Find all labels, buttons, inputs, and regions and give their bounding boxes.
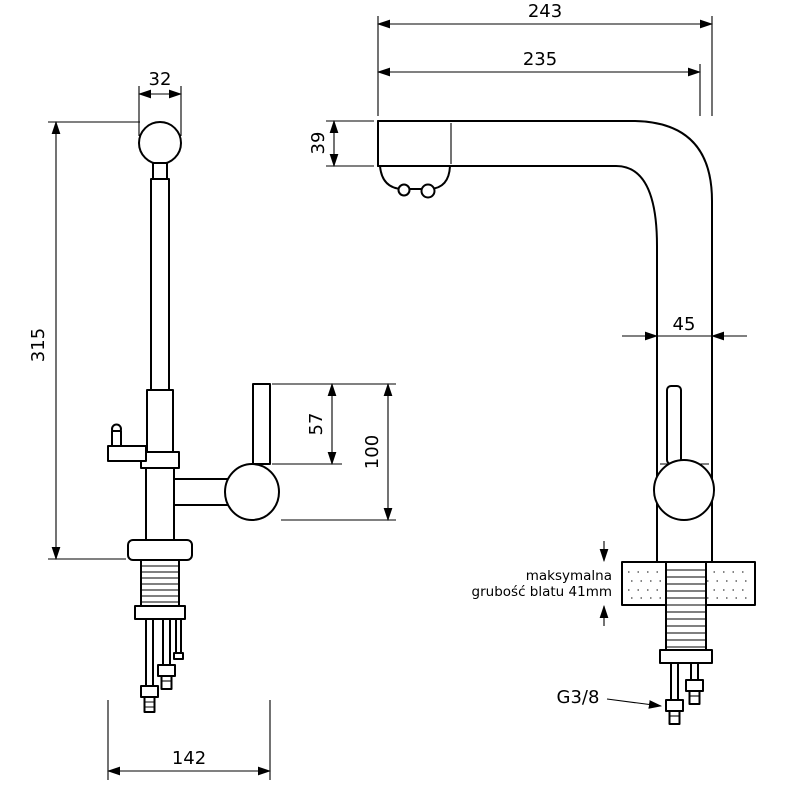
side-valve-cap bbox=[653, 459, 715, 521]
front-view: 32 315 57 100 142 bbox=[28, 69, 396, 780]
front-dimensions: 32 315 57 100 142 bbox=[28, 69, 396, 780]
dim-label-base-span: 142 bbox=[172, 748, 206, 769]
side-view: 243 235 39 45 maksymalna grubość blatu 4… bbox=[308, 1, 756, 725]
countertop-note-line2: grubość blatu 41mm bbox=[472, 584, 612, 600]
dim-label-body-depth: 45 bbox=[673, 314, 696, 335]
dim-label-total-height: 315 bbox=[28, 328, 49, 362]
side-aerator-head bbox=[379, 165, 451, 190]
side-hoses bbox=[665, 662, 704, 725]
dim-label-spout-reach: 235 bbox=[523, 49, 557, 70]
dim-label-overall-reach: 243 bbox=[528, 1, 562, 22]
side-mounting-nut bbox=[659, 649, 713, 664]
dim-label-handle-offset: 100 bbox=[362, 435, 383, 469]
countertop-note-line1: maksymalna bbox=[526, 568, 612, 584]
side-faucet-outline bbox=[377, 120, 756, 725]
side-aerator-outlet-2 bbox=[420, 183, 436, 199]
front-spout-neck bbox=[152, 162, 168, 180]
front-mounting-nut bbox=[134, 605, 186, 620]
dim-label-spout-head-diameter: 32 bbox=[149, 69, 172, 90]
front-faucet-outline bbox=[107, 121, 280, 713]
dim-label-handle-height: 57 bbox=[306, 413, 327, 436]
thread-size-label: G3/8 bbox=[557, 687, 600, 708]
front-spout-sphere bbox=[138, 121, 182, 165]
side-handle-rod bbox=[666, 385, 682, 465]
dim-label-spout-height: 39 bbox=[308, 132, 329, 155]
side-threaded-shank bbox=[665, 561, 707, 651]
front-threaded-shank bbox=[140, 559, 180, 607]
side-pipe-outer bbox=[377, 120, 713, 563]
front-riser-pipe bbox=[150, 178, 170, 391]
front-base-flange bbox=[127, 539, 193, 561]
front-main-handle bbox=[173, 383, 280, 521]
front-hoses bbox=[140, 618, 184, 713]
side-aerator-outlet-1 bbox=[397, 183, 411, 197]
front-lower-body bbox=[145, 467, 175, 541]
side-dimensions: 243 235 39 45 maksymalna grubość blatu 4… bbox=[308, 1, 747, 709]
front-filter-lever bbox=[107, 423, 147, 462]
side-pipe-inner bbox=[377, 165, 658, 563]
front-upper-body bbox=[146, 389, 174, 453]
